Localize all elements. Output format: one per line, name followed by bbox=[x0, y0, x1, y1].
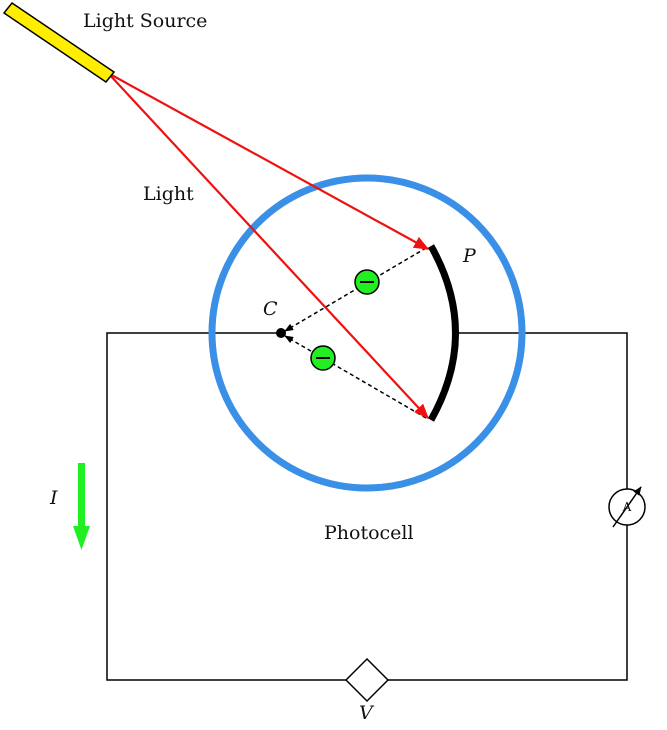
right-wire bbox=[388, 525, 628, 681]
electron-paths bbox=[284, 247, 427, 419]
ammeter-symbol: A bbox=[608, 486, 646, 528]
electron-upper bbox=[354, 269, 380, 295]
light-source-label: Light Source bbox=[83, 10, 207, 32]
ammeter-label: A bbox=[622, 500, 632, 514]
light-rays bbox=[107, 72, 430, 420]
photocell-envelope bbox=[208, 174, 526, 492]
light-ray-lower bbox=[107, 72, 430, 420]
light-source-body bbox=[2, 1, 116, 84]
plate-electrode bbox=[427, 244, 459, 422]
top-right-wire bbox=[456, 332, 628, 489]
current-label: I bbox=[49, 487, 58, 509]
voltage-label: V bbox=[359, 702, 375, 724]
voltage-source-symbol bbox=[344, 657, 390, 703]
electron-path-lower bbox=[284, 335, 427, 419]
photocell-label: Photocell bbox=[324, 522, 414, 544]
left-wire bbox=[106, 332, 346, 681]
electron-path-upper bbox=[284, 247, 427, 332]
light-label: Light bbox=[143, 183, 194, 205]
circuit-wires bbox=[106, 332, 628, 681]
light-ray-upper bbox=[107, 72, 430, 250]
cathode-label: C bbox=[263, 298, 278, 320]
current-arrow bbox=[73, 463, 90, 550]
plate-label: P bbox=[462, 245, 477, 267]
electron-lower bbox=[310, 345, 336, 371]
cathode-point bbox=[276, 328, 286, 338]
